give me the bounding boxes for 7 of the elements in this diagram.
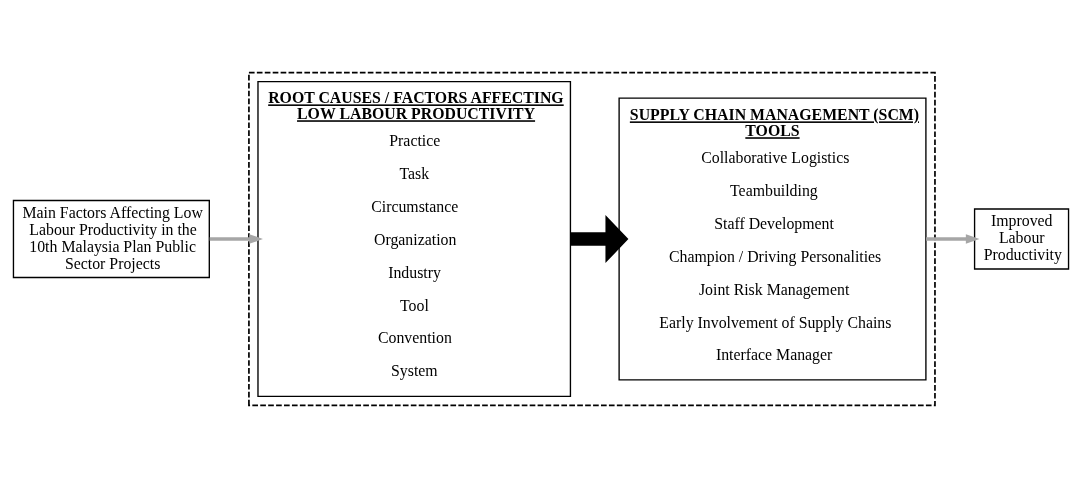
arrow <box>926 233 980 244</box>
arrow <box>209 233 263 244</box>
arrow <box>570 214 629 263</box>
node-box: ROOT CAUSES / FACTORS AFFECTING LOW LABOUR PRODUCTIVITY Practice Task Circumstance Organization Industry Tool Convention System <box>257 80 572 397</box>
node-box: SUPPLY CHAIN MANAGEMENT (SCM) TOOLS Collaborative Logistics Teambuilding Staff Development Champion / Driving Personalities Joint Risk Management Early Involvement of Supply Chains Interface Manager <box>618 96 927 381</box>
node-box: Main Factors Affecting Low Labour Productivity in the 10th Malaysia Plan Public Sector Projects <box>12 199 210 278</box>
node-box: Improved Labour Productivity <box>973 207 1070 270</box>
